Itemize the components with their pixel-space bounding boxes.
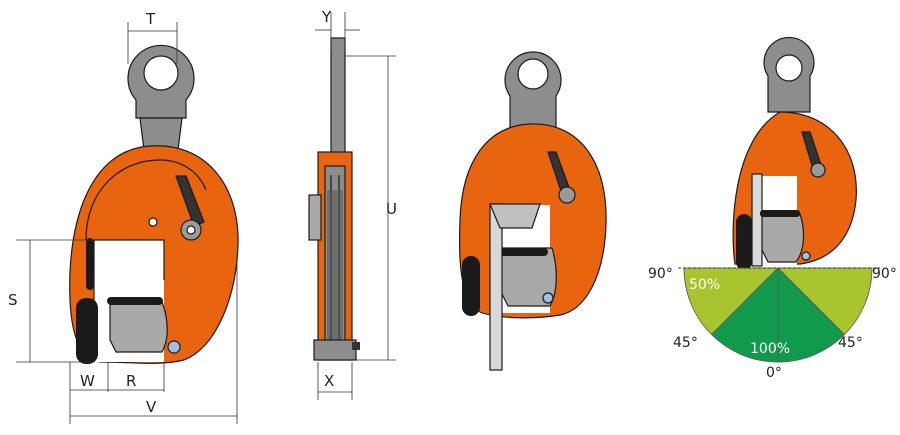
handle-grip (76, 298, 98, 364)
dim-label-y: Y (321, 8, 332, 26)
dim-label-u: U (386, 200, 397, 218)
load-angle-view: 50% 100% 90° 90° 45° 45° 0° (648, 36, 897, 381)
zone-reduced-left (683, 267, 779, 336)
zone-label-reduced: 50% (689, 277, 720, 293)
dim-label-r: R (126, 372, 136, 390)
jaw (109, 301, 168, 353)
angle-label-right-horizontal: 90° (872, 266, 897, 282)
angle-label-left-diagonal: 45° (673, 335, 698, 351)
dim-label-t: T (145, 10, 156, 28)
lifting-eye (127, 44, 195, 151)
latch-bar (107, 297, 163, 305)
dim-label-s: S (8, 291, 18, 309)
angle-label-right-diagonal: 45° (838, 335, 863, 351)
zone-label-full: 100% (750, 341, 790, 357)
angle-label-left-horizontal: 90° (648, 266, 673, 282)
dim-label-x: X (324, 372, 334, 390)
cam-handle (175, 175, 205, 227)
iso-plate (489, 203, 503, 371)
dim-label-w: W (80, 372, 95, 390)
angle-label-bottom: 0° (766, 365, 782, 381)
isometric-view (458, 51, 607, 371)
zone-reduced-right (777, 267, 873, 336)
front-view: T S W R V (8, 10, 239, 424)
dim-label-v: V (146, 398, 157, 416)
side-view: Y U X (308, 8, 397, 400)
